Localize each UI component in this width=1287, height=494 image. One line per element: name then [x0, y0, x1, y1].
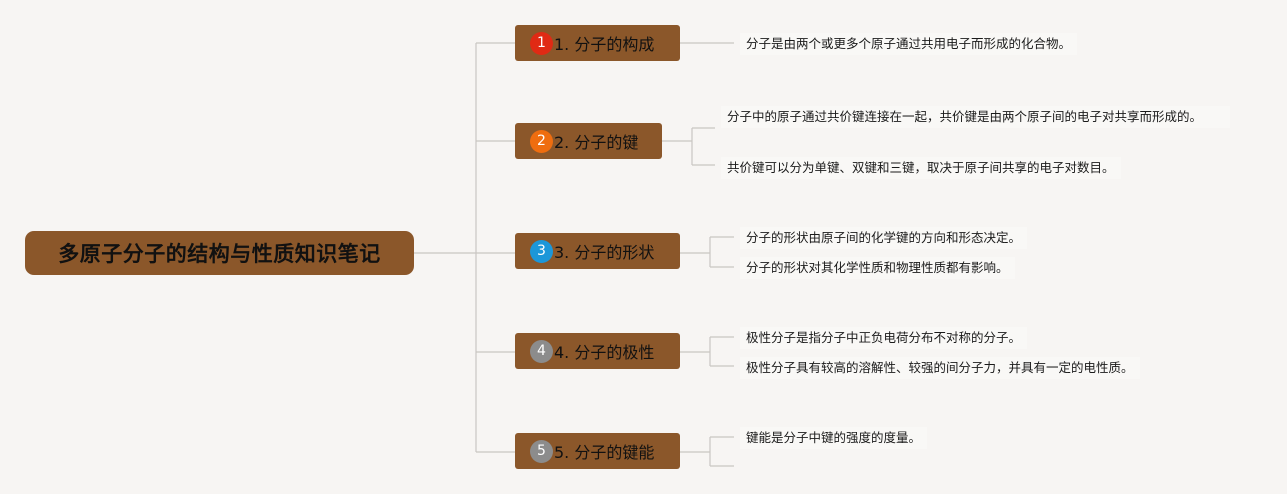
root-title: 多原子分子的结构与性质知识笔记 [58, 242, 381, 266]
priority-3-icon: 3 [530, 239, 553, 263]
root-topic[interactable]: 多原子分子的结构与性质知识笔记 [25, 231, 414, 275]
branch-topic-2[interactable]: 2 2. 分子的键 [515, 123, 662, 159]
priority-2-icon: 2 [530, 129, 553, 153]
note-3-1[interactable]: 分子的形状由原子间的化学键的方向和形态决定。 [740, 227, 1028, 249]
branch-label: 2. 分子的键 [554, 133, 639, 152]
branch-topic-3[interactable]: 3 3. 分子的形状 [515, 233, 680, 269]
leaf-connector-4 [680, 336, 734, 367]
leaf-connector-5 [680, 436, 734, 467]
branch-label: 3. 分子的形状 [554, 243, 655, 262]
priority-4-icon: 4 [530, 339, 553, 363]
branch-label: 1. 分子的构成 [554, 35, 655, 54]
branch-topic-5[interactable]: 5 5. 分子的键能 [515, 433, 680, 469]
priority-1-icon: 1 [530, 31, 553, 55]
branch-topic-1[interactable]: 1 1. 分子的构成 [515, 25, 680, 61]
note-4-1[interactable]: 极性分子是指分子中正负电荷分布不对称的分子。 [740, 327, 1028, 349]
note-3-2[interactable]: 分子的形状对其化学性质和物理性质都有影响。 [740, 257, 1015, 279]
leaf-connector-3 [680, 236, 734, 268]
branch-label: 5. 分子的键能 [554, 443, 655, 462]
note-2-1[interactable]: 分子中的原子通过共价键连接在一起，共价键是由两个原子间的电子对共享而形成的。 [721, 106, 1230, 128]
note-5-1[interactable]: 键能是分子中键的强度的度量。 [740, 427, 928, 449]
branch-label: 4. 分子的极性 [554, 343, 655, 362]
note-1-1[interactable]: 分子是由两个或更多个原子通过共用电子而形成的化合物。 [740, 33, 1078, 55]
note-4-2[interactable]: 极性分子具有较高的溶解性、较强的间分子力，并具有一定的电性质。 [740, 357, 1140, 379]
leaf-connector-2 [662, 127, 715, 166]
priority-5-icon: 5 [530, 439, 553, 463]
note-2-2[interactable]: 共价键可以分为单键、双键和三键，取决于原子间共享的电子对数目。 [721, 157, 1121, 179]
branch-topic-4[interactable]: 4 4. 分子的极性 [515, 333, 680, 369]
